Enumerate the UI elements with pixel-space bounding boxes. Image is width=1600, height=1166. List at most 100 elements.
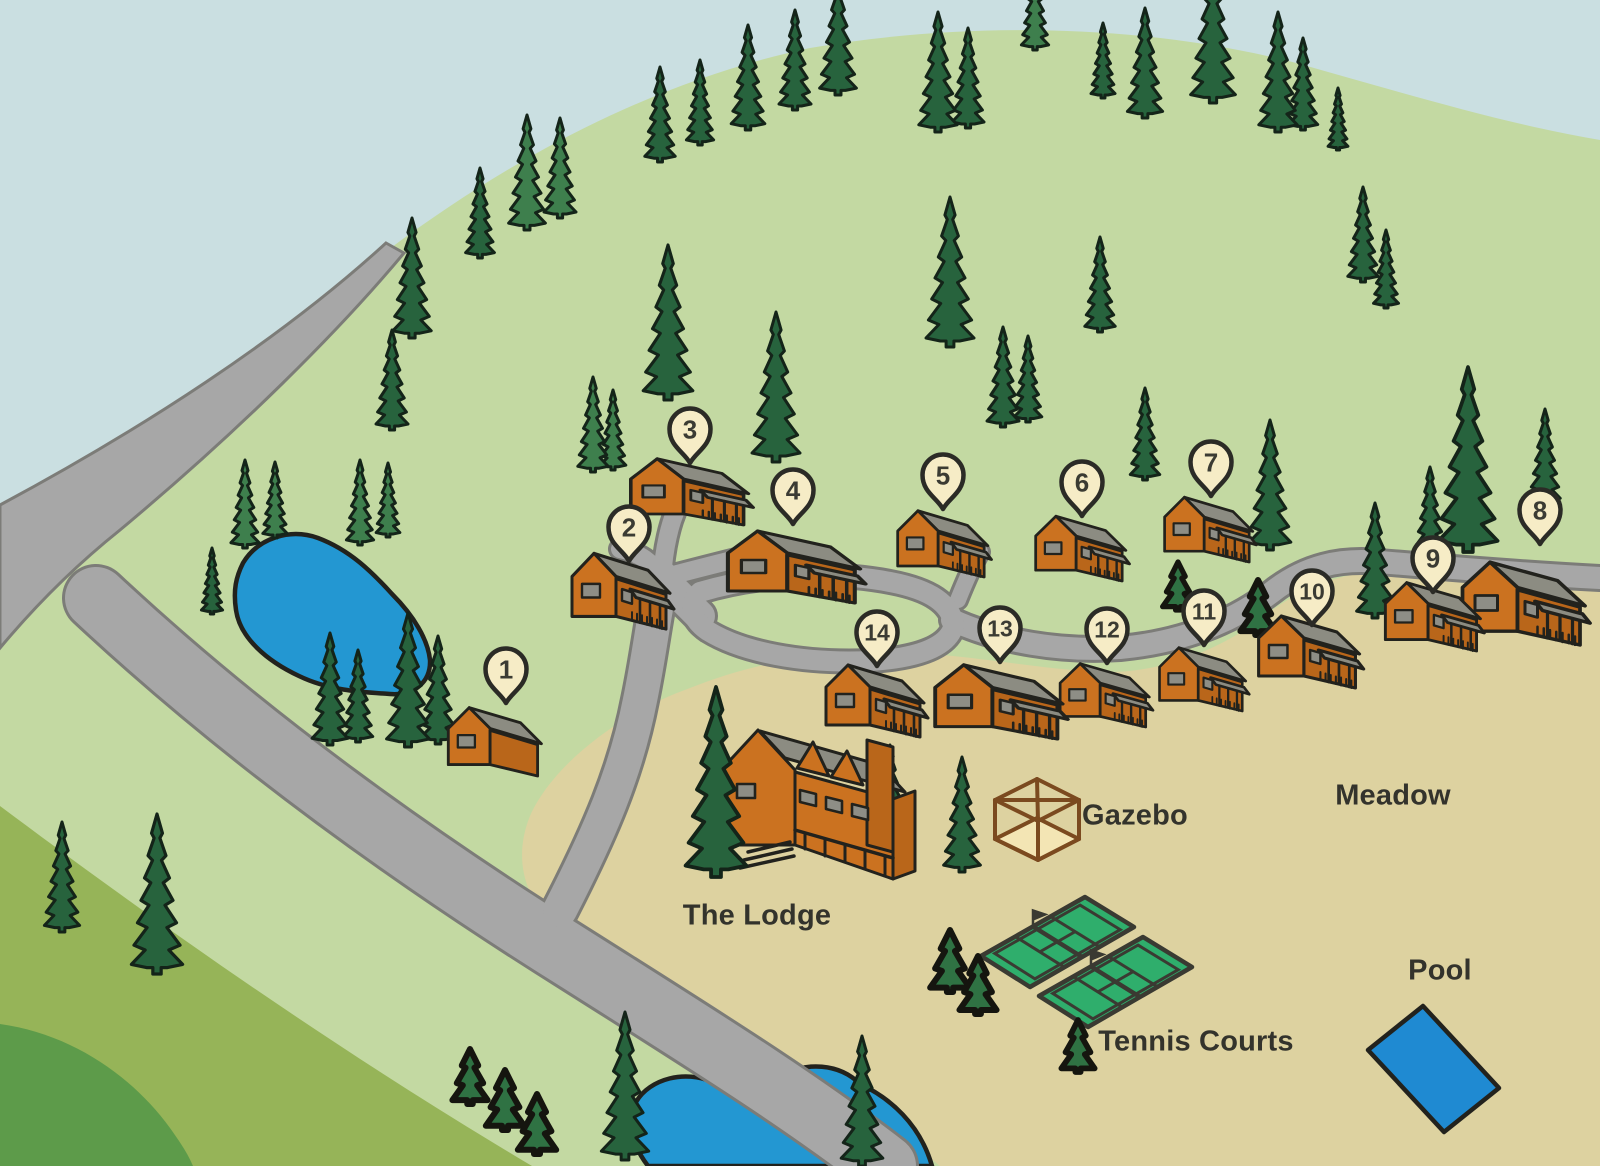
net-flag-icon <box>1089 948 1107 967</box>
pin-icon <box>667 406 713 466</box>
cabin-pin-5[interactable]: 5 <box>920 452 966 512</box>
fir-tree-icon <box>449 1045 491 1108</box>
cabin-pin-number: 7 <box>1204 447 1218 477</box>
pine-tree-icon <box>924 195 976 349</box>
cabin-building-6 <box>1034 514 1131 583</box>
fir-tree-icon <box>956 953 1000 1017</box>
road <box>941 550 1600 660</box>
lower-green-field <box>0 806 532 1166</box>
pin-icon <box>483 646 529 706</box>
pine-tree-icon <box>683 685 749 879</box>
cabin-building-14 <box>824 663 930 739</box>
pine-tree-icon <box>777 8 813 112</box>
cabin-pin-4[interactable]: 4 <box>770 467 816 527</box>
pin-icon <box>606 504 652 564</box>
pin-icon <box>1084 606 1130 666</box>
pine-tree-icon <box>385 611 431 749</box>
pine-tree-icon <box>942 755 982 874</box>
pine-tree-icon <box>1128 386 1162 482</box>
cabin-pin-number: 12 <box>1094 616 1120 642</box>
cabin-pin-1[interactable]: 1 <box>483 646 529 706</box>
fir-tree-icon <box>1237 576 1279 639</box>
pine-tree-icon <box>341 648 375 744</box>
cabin-pin-number: 4 <box>786 475 801 505</box>
cabin-pin-number: 1 <box>499 654 513 684</box>
pine-tree-icon <box>1247 418 1293 552</box>
cabin-pin-13[interactable]: 13 <box>977 605 1023 665</box>
road <box>65 567 916 1166</box>
cabin-pin-number: 11 <box>1192 598 1217 624</box>
cabin-building-2 <box>570 551 676 631</box>
cabin-building-13 <box>933 663 1070 741</box>
cabin-building-10 <box>1257 614 1366 690</box>
pine-tree-icon <box>1436 365 1500 554</box>
pine-tree-icon <box>684 58 716 147</box>
pine-tree-icon <box>261 460 289 540</box>
label-gazebo: Gazebo <box>1082 799 1188 832</box>
pine-tree-icon <box>1125 6 1165 120</box>
pin-icon <box>854 609 900 669</box>
pin-icon <box>1410 535 1456 595</box>
pine-tree-icon <box>599 1010 651 1162</box>
cabin-pin-3[interactable]: 3 <box>667 406 713 466</box>
cabin-pin-12[interactable]: 12 <box>1084 606 1130 666</box>
cabin-building-7 <box>1163 495 1258 564</box>
cabin-pin-14[interactable]: 14 <box>854 609 900 669</box>
road-fork <box>0 241 407 651</box>
cabin-pin-number: 6 <box>1075 467 1089 497</box>
pin-icon <box>770 467 816 527</box>
label-pool: Pool <box>1408 954 1472 987</box>
pine-tree-icon <box>464 166 496 260</box>
pin-icon <box>1181 588 1227 648</box>
cabin-building-1 <box>446 706 543 778</box>
cabin-pin-7[interactable]: 7 <box>1188 439 1234 499</box>
cabin-pin-10[interactable]: 10 <box>1289 568 1335 628</box>
fir-tree-icon <box>482 1066 528 1134</box>
gazebo-icon <box>993 777 1081 862</box>
cabin-building-11 <box>1158 646 1251 713</box>
pine-tree-icon <box>950 26 986 130</box>
cabin-pin-11[interactable]: 11 <box>1181 588 1227 648</box>
pine-tree-icon <box>1372 228 1400 310</box>
cabin-building-5 <box>896 509 993 579</box>
pine-tree-icon <box>917 10 959 134</box>
fir-tree-icon <box>927 926 973 996</box>
cabin-pin-number: 8 <box>1533 495 1547 525</box>
pine-tree-icon <box>129 812 185 976</box>
cabin-building-3 <box>629 457 756 527</box>
pin-icon <box>977 605 1023 665</box>
pine-tree-icon <box>985 325 1021 429</box>
net-flag-icon <box>1031 908 1049 927</box>
cabin-pin-number: 2 <box>622 512 636 542</box>
pool-shape <box>1365 1003 1502 1135</box>
pine-tree-icon <box>750 310 802 464</box>
cabin-pin-2[interactable]: 2 <box>606 504 652 564</box>
pine-tree-icon <box>1189 0 1237 105</box>
pine-tree-icon <box>1346 185 1380 284</box>
meadow-field <box>522 571 1600 1166</box>
cabin-pin-number: 14 <box>864 619 890 645</box>
pine-tree-icon <box>643 65 677 164</box>
pine-tree-icon <box>507 113 547 232</box>
pine-tree-icon <box>1326 86 1350 152</box>
pine-tree-icon <box>1257 10 1299 134</box>
cabin-building-4 <box>725 529 868 605</box>
pine-tree-icon <box>1019 0 1051 52</box>
tennis-court-a <box>978 894 1137 990</box>
label-meadow: Meadow <box>1335 779 1451 812</box>
pine-tree-icon <box>576 375 610 474</box>
cabin-pin-number: 13 <box>987 615 1013 641</box>
fir-tree-icon <box>514 1090 560 1158</box>
pin-icon <box>1289 568 1335 628</box>
pine-tree-icon <box>419 634 457 746</box>
pine-tree-icon <box>641 243 695 402</box>
pine-tree-icon <box>374 328 410 432</box>
tennis-court-b <box>1036 934 1195 1030</box>
pine-tree-icon <box>391 216 433 340</box>
cabin-pin-6[interactable]: 6 <box>1059 459 1105 519</box>
cabin-pin-number: 10 <box>1299 578 1325 604</box>
cabin-pin-8[interactable]: 8 <box>1517 487 1563 547</box>
cabin-pin-9[interactable]: 9 <box>1410 535 1456 595</box>
